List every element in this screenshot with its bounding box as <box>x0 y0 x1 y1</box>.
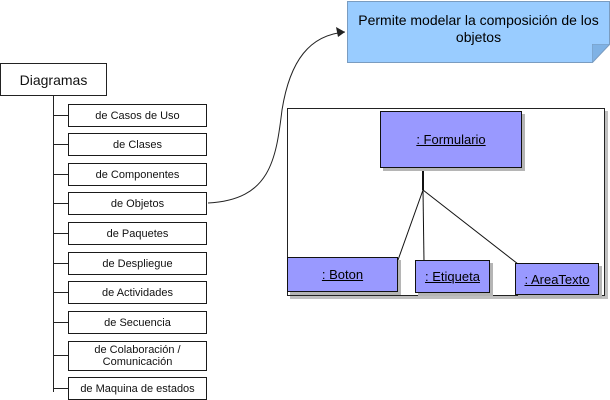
item-paquetes: de Paquetes <box>68 222 207 245</box>
note-connector-arrowhead <box>336 27 345 37</box>
tree-branch-line <box>53 115 68 116</box>
tree-branch-line <box>53 388 68 389</box>
item-componentes: de Componentes <box>68 163 207 186</box>
item-objetos: de Objetos <box>68 192 207 215</box>
object-areatexto: : AreaTexto <box>515 263 599 295</box>
item-casos-de-uso: de Casos de Uso <box>68 104 207 127</box>
object-boton: : Boton <box>287 257 398 292</box>
tree-branch-line <box>53 144 68 145</box>
tree-branch-line <box>53 292 68 293</box>
tree-branch-line <box>53 322 68 323</box>
item-actividades: de Actividades <box>68 281 207 304</box>
tree-branch-line <box>53 355 68 356</box>
tree-trunk-line <box>53 96 54 392</box>
note-fold-corner <box>592 44 610 63</box>
tree-branch-line <box>53 233 68 234</box>
diagramas-root-box: Diagramas <box>0 63 107 96</box>
object-formulario: : Formulario <box>380 111 522 168</box>
note-callout: Permite modelar la composición de los ob… <box>347 1 610 63</box>
item-secuencia: de Secuencia <box>68 311 207 334</box>
item-clases: de Clases <box>68 133 207 156</box>
object-etiqueta: : Etiqueta <box>415 260 490 293</box>
tree-branch-line <box>53 263 68 264</box>
item-colaboracion: de Colaboración / Comunicación <box>68 341 207 371</box>
item-maquina-de-estados: de Maquina de estados <box>68 377 207 400</box>
item-despliegue: de Despliegue <box>68 252 207 275</box>
tree-branch-line <box>53 203 68 204</box>
tree-branch-line <box>53 174 68 175</box>
